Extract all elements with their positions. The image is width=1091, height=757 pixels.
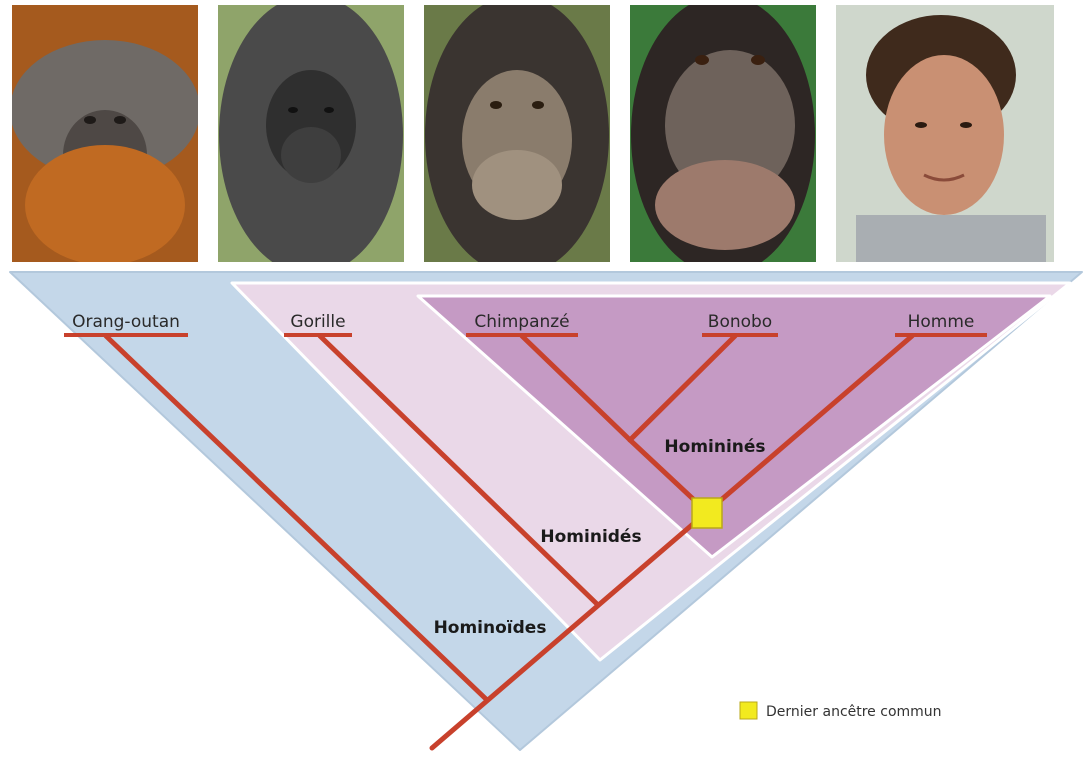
legend-swatch bbox=[740, 702, 757, 719]
label-hominoides: Hominoïdes bbox=[434, 618, 547, 638]
label-chimpanze: Chimpanzé bbox=[474, 312, 569, 332]
label-hominides: Hominidés bbox=[540, 527, 641, 547]
label-hominines: Homininés bbox=[664, 437, 765, 457]
label-bonobo: Bonobo bbox=[708, 312, 772, 332]
last-common-ancestor-marker bbox=[692, 498, 722, 528]
label-homme: Homme bbox=[908, 312, 975, 332]
label-gorille: Gorille bbox=[290, 312, 345, 332]
bonobo-tip-bar bbox=[702, 333, 778, 337]
legend-label: Dernier ancêtre commun bbox=[766, 704, 942, 720]
legend: Dernier ancêtre commun bbox=[740, 702, 942, 720]
orang-tip-bar bbox=[64, 333, 188, 337]
label-orang-outan: Orang-outan bbox=[72, 312, 180, 332]
